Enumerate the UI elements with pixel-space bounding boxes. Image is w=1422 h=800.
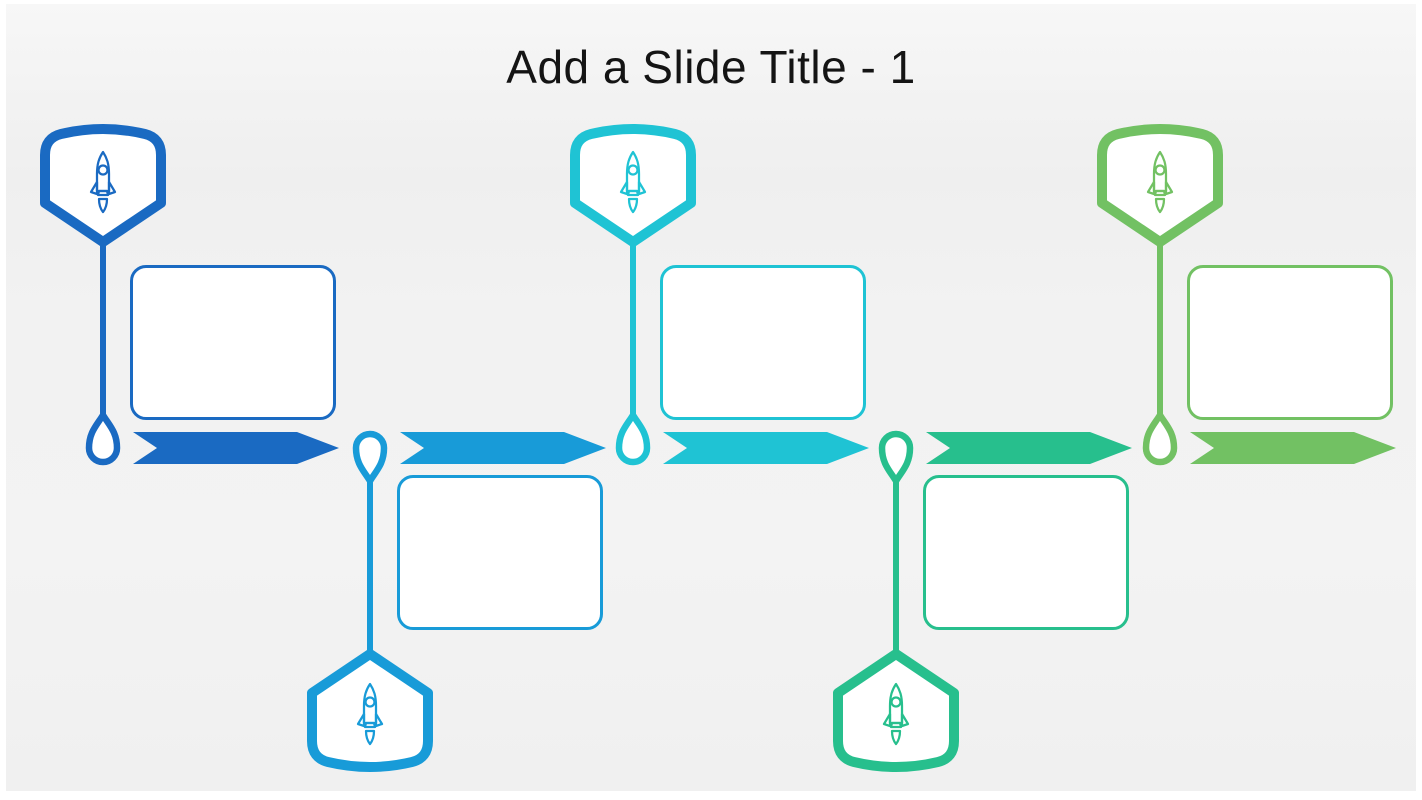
badge-shield [40,124,166,247]
rocket-icon [882,682,910,746]
content-box [1187,265,1393,420]
badge-shield [833,649,959,772]
timeline-pin-icon [615,412,651,466]
connector-line [893,479,899,653]
content-box [397,475,603,630]
badge-shield [307,649,433,772]
arrow-right-icon [926,432,1132,464]
rocket-icon [89,150,117,214]
arrow-right-icon [663,432,869,464]
rocket-icon [619,150,647,214]
rocket-icon [356,682,384,746]
timeline-pin-icon [352,430,388,484]
arrow-right-icon [1190,432,1396,464]
slide-title: Add a Slide Title - 1 [506,41,916,93]
connector-line [367,479,373,653]
connector-line [100,238,106,418]
timeline-pin-icon [878,430,914,484]
badge-shield [570,124,696,247]
content-box [660,265,866,420]
arrow-right-icon [133,432,339,464]
badge-shield [1097,124,1223,247]
rocket-icon [1146,150,1174,214]
content-box [130,265,336,420]
timeline-pin-icon [1142,412,1178,466]
content-box [923,475,1129,630]
arrow-right-icon [400,432,606,464]
connector-line [630,238,636,418]
timeline-pin-icon [85,412,121,466]
connector-line [1157,238,1163,418]
